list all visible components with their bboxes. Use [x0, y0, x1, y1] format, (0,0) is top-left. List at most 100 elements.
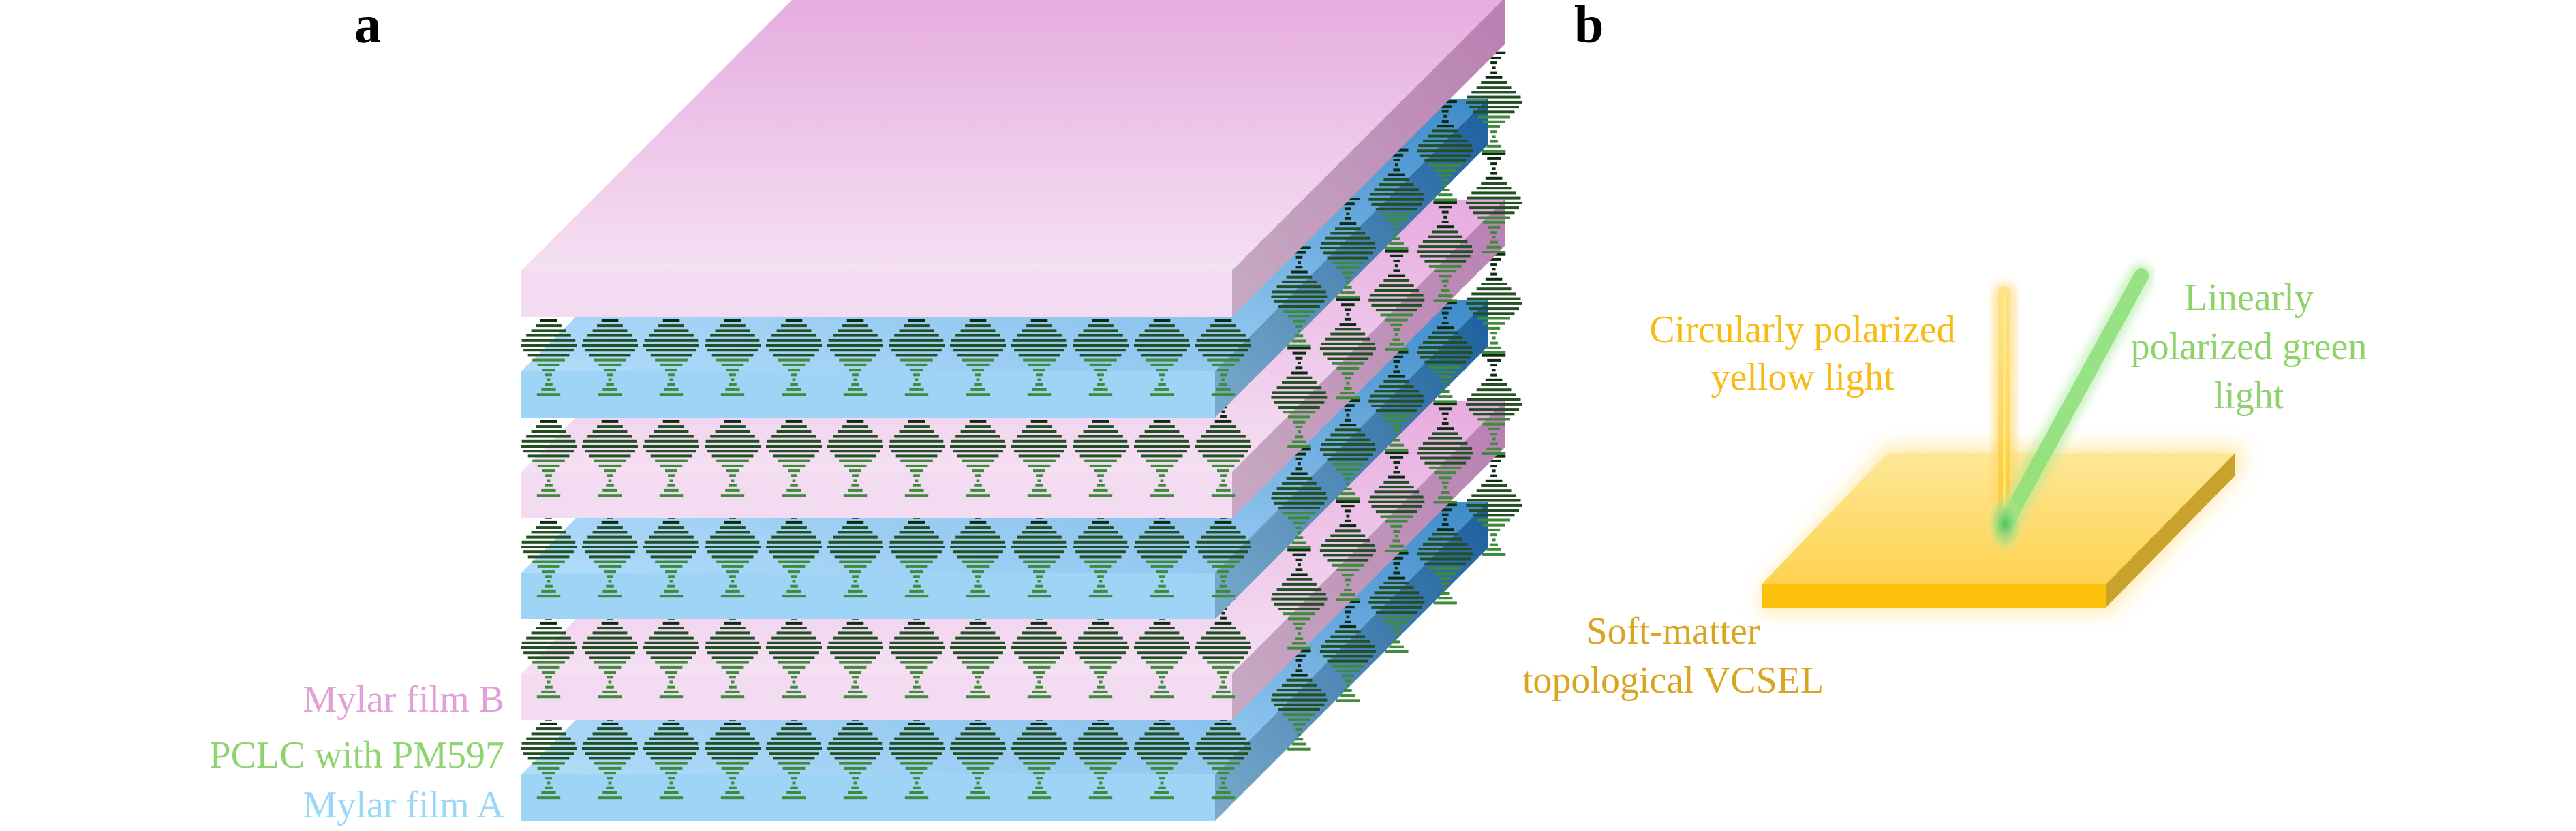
molecule-bar	[1216, 589, 1231, 593]
pclc-molecule-row	[521, 454, 1522, 800]
molecule-bar	[1292, 452, 1306, 456]
molecule-bar	[955, 737, 1000, 740]
molecule-bar	[650, 354, 692, 357]
molecule-bar	[726, 671, 739, 674]
molecule-bar	[827, 646, 883, 649]
molecule-bar	[1418, 245, 1473, 249]
molecule-bar	[541, 488, 556, 492]
molecule-bar	[1146, 560, 1178, 563]
lc-molecule	[950, 597, 1006, 699]
label-pclc-with-pm597: PCLC with PM597	[209, 734, 504, 777]
molecule-bar	[540, 520, 557, 524]
molecule-bar	[909, 690, 924, 693]
molecule-bar	[1344, 509, 1351, 513]
molecule-bar	[1492, 469, 1496, 473]
molecule-bar	[1272, 593, 1326, 596]
molecule-bar	[782, 494, 806, 497]
molecule-bar	[592, 631, 628, 635]
molecule-bar	[1488, 528, 1501, 531]
molecule-bar	[1335, 428, 1361, 432]
molecule-bar	[1332, 261, 1364, 264]
molecule-bar	[1139, 334, 1184, 337]
molecule-bar	[913, 777, 920, 780]
molecule-bar	[889, 747, 945, 750]
molecule-bar	[604, 369, 616, 372]
molecule-bar	[960, 732, 996, 736]
molecule-bar	[725, 589, 740, 593]
molecule-bar	[1341, 372, 1354, 375]
molecule-bar	[791, 373, 797, 377]
molecule-bar	[532, 358, 565, 362]
molecule-bar	[1375, 611, 1417, 614]
molecule-bar	[1469, 307, 1519, 311]
molecule-bar	[1490, 140, 1498, 143]
molecule-bar	[1073, 339, 1128, 342]
molecule-bar	[1089, 464, 1112, 467]
molecule-bar	[1144, 531, 1180, 534]
molecule-bar	[583, 439, 637, 443]
molecule-bar	[1032, 488, 1047, 492]
molecule-bar	[1389, 343, 1404, 346]
molecule-bar	[791, 575, 797, 578]
molecule-bar	[537, 766, 560, 770]
molecule-bar	[1341, 606, 1355, 609]
molecule-bar	[895, 656, 938, 659]
molecule-bar	[846, 420, 864, 423]
molecule-bar	[1035, 584, 1043, 588]
molecule-bar	[1028, 565, 1051, 568]
molecule-bar	[1154, 589, 1169, 593]
molecule-bar	[606, 685, 614, 689]
molecule-bar	[1276, 285, 1322, 289]
pclc-molecule-row	[521, 253, 1522, 598]
molecule-bar	[1341, 674, 1354, 678]
molecule-bar	[1196, 742, 1251, 745]
molecule-bar	[1433, 400, 1457, 403]
molecule-bar	[913, 373, 920, 377]
molecule-bar	[1422, 542, 1468, 546]
molecule-bar	[1327, 559, 1369, 562]
molecule-bar	[668, 373, 675, 377]
molecule-bar	[966, 695, 990, 699]
molecule-bar	[1272, 391, 1326, 394]
molecule-bar	[1394, 567, 1398, 570]
molecule-bar	[1443, 486, 1447, 489]
molecule-bar	[852, 777, 859, 780]
molecule-bar	[1220, 676, 1227, 679]
molecule-bar	[894, 334, 939, 337]
molecule-bar	[1286, 678, 1313, 682]
molecule-bar	[1073, 546, 1129, 548]
molecule-bar	[781, 324, 807, 328]
molecule-bar	[1490, 71, 1497, 74]
molecule-bar	[1220, 616, 1227, 620]
molecule-bar	[725, 388, 740, 391]
molecule-bar	[542, 369, 555, 372]
molecule-bar	[1134, 546, 1190, 548]
molecule-bar	[1371, 606, 1422, 609]
molecule-bar	[1144, 329, 1180, 332]
molecule-bar	[969, 319, 987, 322]
molecule-bar	[1471, 191, 1516, 195]
molecule-bar	[767, 339, 821, 342]
molecule-bar	[1428, 365, 1462, 369]
molecule-bar	[853, 781, 857, 785]
molecule-bar	[1014, 550, 1064, 554]
molecule-bar	[532, 762, 565, 765]
molecule-bar	[1027, 393, 1052, 396]
molecule-bar	[1327, 458, 1369, 461]
molecule-bar	[668, 474, 675, 477]
molecule-bar	[1012, 641, 1067, 644]
molecule-bar	[1418, 346, 1473, 349]
molecule-bar	[950, 646, 1006, 649]
molecule-bar	[724, 722, 741, 725]
molecule-bar	[900, 459, 933, 462]
molecule-bar	[1481, 484, 1507, 487]
molecule-bar	[1032, 589, 1047, 593]
molecule-bar	[1202, 656, 1244, 659]
molecule-bar	[1149, 727, 1175, 731]
molecule-bar	[1211, 494, 1236, 497]
molecule-bar	[545, 575, 552, 578]
molecule-bar	[1293, 319, 1306, 323]
molecule-bar	[1441, 513, 1449, 516]
molecule-bar	[1393, 571, 1400, 575]
molecule-bar	[839, 358, 872, 362]
